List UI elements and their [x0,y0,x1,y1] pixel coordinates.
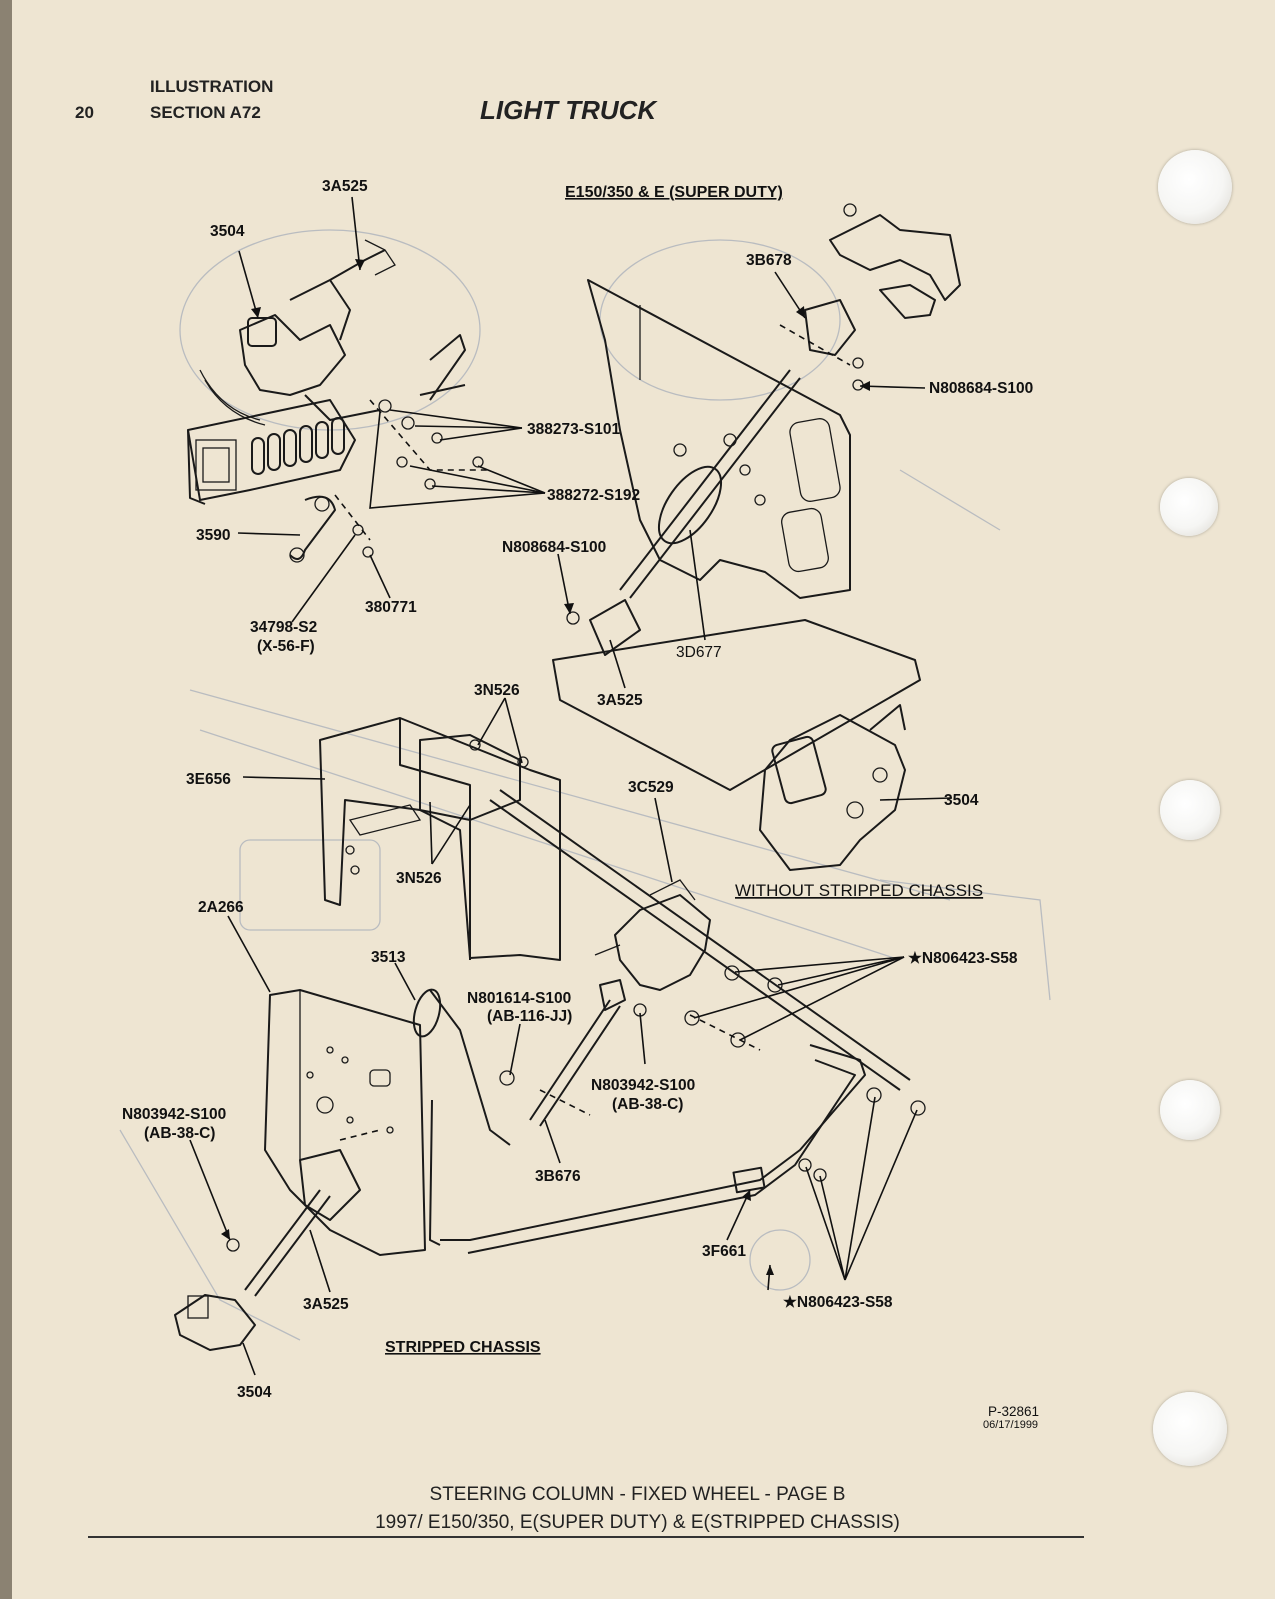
callout-n803942-left: N803942-S100 [122,1106,226,1123]
illustration-date: 06/17/1999 [983,1419,1038,1431]
steering-gear-right [759,704,906,871]
callout-3504-right: 3504 [944,792,979,809]
top-left-assembly [187,239,490,563]
page-number: 20 [75,103,94,122]
callout-3590: 3590 [196,527,230,544]
callout-n803942-left-code: (AB-38-C) [144,1125,215,1142]
callout-3b676: 3B676 [535,1168,581,1185]
bleed-through [119,229,1051,1341]
callout-3a525-mid: 3A525 [597,692,643,709]
stripped-chassis-assembly [174,988,442,1351]
callout-2a266: 2A266 [198,899,244,916]
section-title-stripped: STRIPPED CHASSIS [385,1339,541,1356]
callout-3e656: 3E656 [186,771,231,788]
callout-3504-low: 3504 [237,1384,272,1401]
callout-n808684-mid: N808684-S100 [502,539,606,556]
callout-34798-s2-code: (X-56-F) [257,638,315,655]
leader-arrowheads [221,259,870,1275]
callout-n806423-low: ★N806423-S58 [783,1294,893,1311]
callout-3a525-top: 3A525 [322,178,368,195]
page-title: LIGHT TRUCK [480,95,657,125]
binder-hole [1158,150,1232,224]
leader-lines [189,196,953,1376]
binder-hole [1153,1392,1227,1466]
callout-n801614-code: (AB-116-JJ) [487,1008,572,1025]
callout-3n526-top: 3N526 [474,682,520,699]
callout-n803942-mid: N803942-S100 [591,1077,695,1094]
section-title-super-duty: E150/350 & E (SUPER DUTY) [565,184,783,201]
callout-n806423-right: ★N806423-S58 [908,950,1018,967]
caption-line-1: STEERING COLUMN - FIXED WHEEL - PAGE B [429,1484,846,1505]
top-right-assembly [552,203,961,791]
callout-n801614-s100: N801614-S100 [467,990,571,1007]
page-binding-edge [0,0,12,1599]
callout-388272-s192: 388272-S192 [547,487,640,504]
callout-3n526-low: 3N526 [396,870,442,887]
callout-3c529: 3C529 [628,779,674,796]
callout-3d677: 3D677 [676,644,722,661]
callout-3f661: 3F661 [702,1243,746,1260]
callout-388273-s101: 388273-S101 [527,421,620,438]
illustration-part-number: P-32861 [988,1404,1039,1419]
binder-hole [1160,478,1218,536]
callout-n808684-right: N808684-S100 [929,380,1033,397]
binder-hole [1160,1080,1220,1140]
callout-3504-top: 3504 [210,223,245,240]
section-heading: SECTION A72 [150,103,261,122]
illustration-heading: ILLUSTRATION [150,77,274,96]
callout-3513: 3513 [371,949,406,966]
section-title-without-stripped: WITHOUT STRIPPED CHASSIS [735,881,983,900]
callout-3a525-low: 3A525 [303,1296,349,1313]
callout-3b678: 3B678 [746,252,792,269]
footer-rule [88,1536,1084,1538]
callout-34798-s2: 34798-S2 [250,619,317,636]
callout-n803942-mid-code: (AB-38-C) [612,1096,683,1113]
caption-line-2: 1997/ E150/350, E(SUPER DUTY) & E(STRIPP… [375,1512,900,1533]
callout-380771: 380771 [365,599,417,616]
intermediate-shaft [429,789,926,1254]
center-bracket-assembly [319,717,561,961]
binder-hole [1160,780,1220,840]
